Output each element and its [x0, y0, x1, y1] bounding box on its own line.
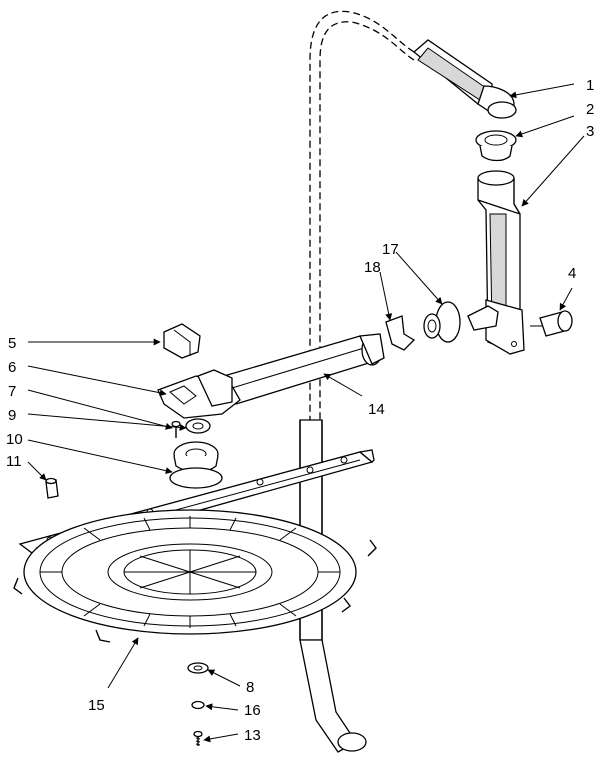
leader-lines: [27, 83, 585, 743]
part-2-grommet: [475, 130, 517, 162]
callout-5: 5: [8, 335, 16, 352]
part-7-screw: [171, 420, 181, 438]
callout-6: 6: [8, 359, 16, 376]
callout-16: 16: [244, 702, 261, 719]
callout-2: 2: [586, 101, 594, 118]
part-10-bearing: [173, 441, 219, 473]
callout-1: 1: [586, 77, 594, 94]
callout-15: 15: [88, 697, 105, 714]
callout-10: 10: [6, 431, 23, 448]
part-4-plug: [530, 310, 573, 337]
callout-7: 7: [8, 383, 16, 400]
callout-11: 11: [6, 453, 22, 470]
callout-17: 17: [382, 241, 399, 258]
part-9-washer: [185, 418, 211, 434]
supply-tube: [299, 10, 415, 753]
part-14-feed-tube: [223, 333, 385, 405]
part-6-bracket: [157, 369, 241, 419]
part-18-clip: [385, 315, 416, 351]
callout-9: 9: [8, 407, 16, 424]
part-1-elbow-tube: [412, 39, 517, 119]
part-15-rack: [13, 509, 377, 643]
callout-18: 18: [364, 259, 381, 276]
callout-8: 8: [246, 679, 254, 696]
part-5-coupling-cap: [163, 323, 201, 359]
callout-4: 4: [568, 265, 576, 282]
part-11-nozzle: [45, 477, 59, 499]
callout-13: 13: [244, 727, 261, 744]
part-16-washer: [191, 700, 205, 710]
part-17-seal: [423, 301, 499, 343]
part-13-screw: [193, 730, 203, 746]
part-8-washer: [187, 662, 209, 674]
callout-3: 3: [586, 123, 594, 140]
callout-14: 14: [368, 401, 385, 418]
